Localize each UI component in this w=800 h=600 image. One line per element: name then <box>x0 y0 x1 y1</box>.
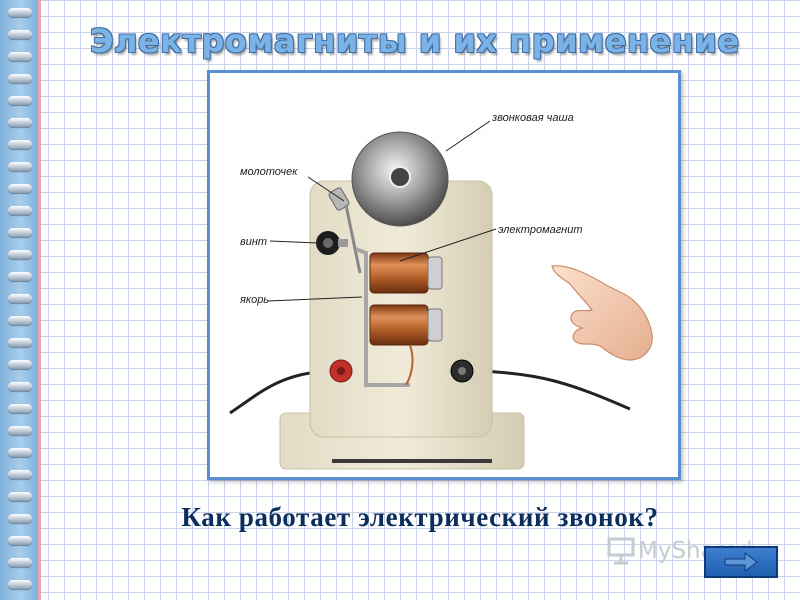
black-terminal-center <box>458 367 466 375</box>
binding-ring <box>8 96 32 105</box>
armature-strip <box>355 247 410 387</box>
hammer-rod <box>344 204 362 274</box>
binding-ring <box>8 536 32 545</box>
label-bell-bowl: звонковая чаша <box>491 112 574 124</box>
binding-ring <box>8 514 32 523</box>
binding-ring <box>8 470 32 479</box>
binding-ring <box>8 8 32 17</box>
margin-line <box>38 0 41 600</box>
screw-thread <box>338 239 348 247</box>
binding-ring <box>8 52 32 61</box>
bell-bowl-leader <box>445 120 491 152</box>
binding-ring <box>8 404 32 413</box>
right-wire <box>475 369 631 411</box>
bell-bolt <box>389 166 411 188</box>
upper-coil <box>369 252 429 294</box>
binding-ring <box>8 162 32 171</box>
electric-bell-diagram: звонковая чаша молоточек винт электромаг… <box>229 112 631 470</box>
label-screw: винт <box>240 236 267 248</box>
next-slide-button[interactable] <box>704 546 778 578</box>
binding-ring <box>8 316 32 325</box>
armature-leader <box>267 296 363 302</box>
binding-ring <box>8 272 32 281</box>
arrow-right-icon <box>724 552 758 572</box>
bell-diagram-frame: звонковая чаша молоточек винт электромаг… <box>207 70 681 480</box>
binding-ring <box>8 250 32 259</box>
binding-ring <box>8 140 32 149</box>
binding-ring <box>8 228 32 237</box>
hammer-leader <box>307 176 345 202</box>
screw-center <box>323 238 333 248</box>
presentation-screen-icon <box>607 537 635 565</box>
upper-coil-core <box>427 256 443 290</box>
binding-ring <box>8 426 32 435</box>
label-armature: якорь <box>239 294 269 306</box>
binding-ring <box>8 492 32 501</box>
slide-question: Как работает электрический звонок? <box>181 502 659 532</box>
red-terminal-center <box>337 367 345 375</box>
label-electromagnet: электромагнит <box>498 224 583 236</box>
binding-ring <box>8 118 32 127</box>
screw-leader <box>269 240 319 244</box>
binding-ring <box>8 184 32 193</box>
binding-ring <box>8 206 32 215</box>
slide-title: Электромагниты и их применение <box>90 22 740 60</box>
binding-ring <box>8 338 32 347</box>
binding-ring <box>8 558 32 567</box>
binding-ring <box>8 74 32 83</box>
binding-ring <box>8 360 32 369</box>
base-slot <box>332 459 492 463</box>
binding-ring <box>8 382 32 391</box>
coil-lead <box>405 344 414 386</box>
binding-ring <box>8 30 32 39</box>
electromagnet-leader <box>399 228 497 262</box>
lower-coil <box>369 304 429 346</box>
label-hammer: молоточек <box>240 166 298 178</box>
binding-ring <box>8 294 32 303</box>
lower-coil-core <box>427 308 443 342</box>
pointing-hand-icon <box>551 265 653 361</box>
binding-ring <box>8 448 32 457</box>
hammer-head <box>328 187 350 211</box>
binding-ring <box>8 580 32 589</box>
